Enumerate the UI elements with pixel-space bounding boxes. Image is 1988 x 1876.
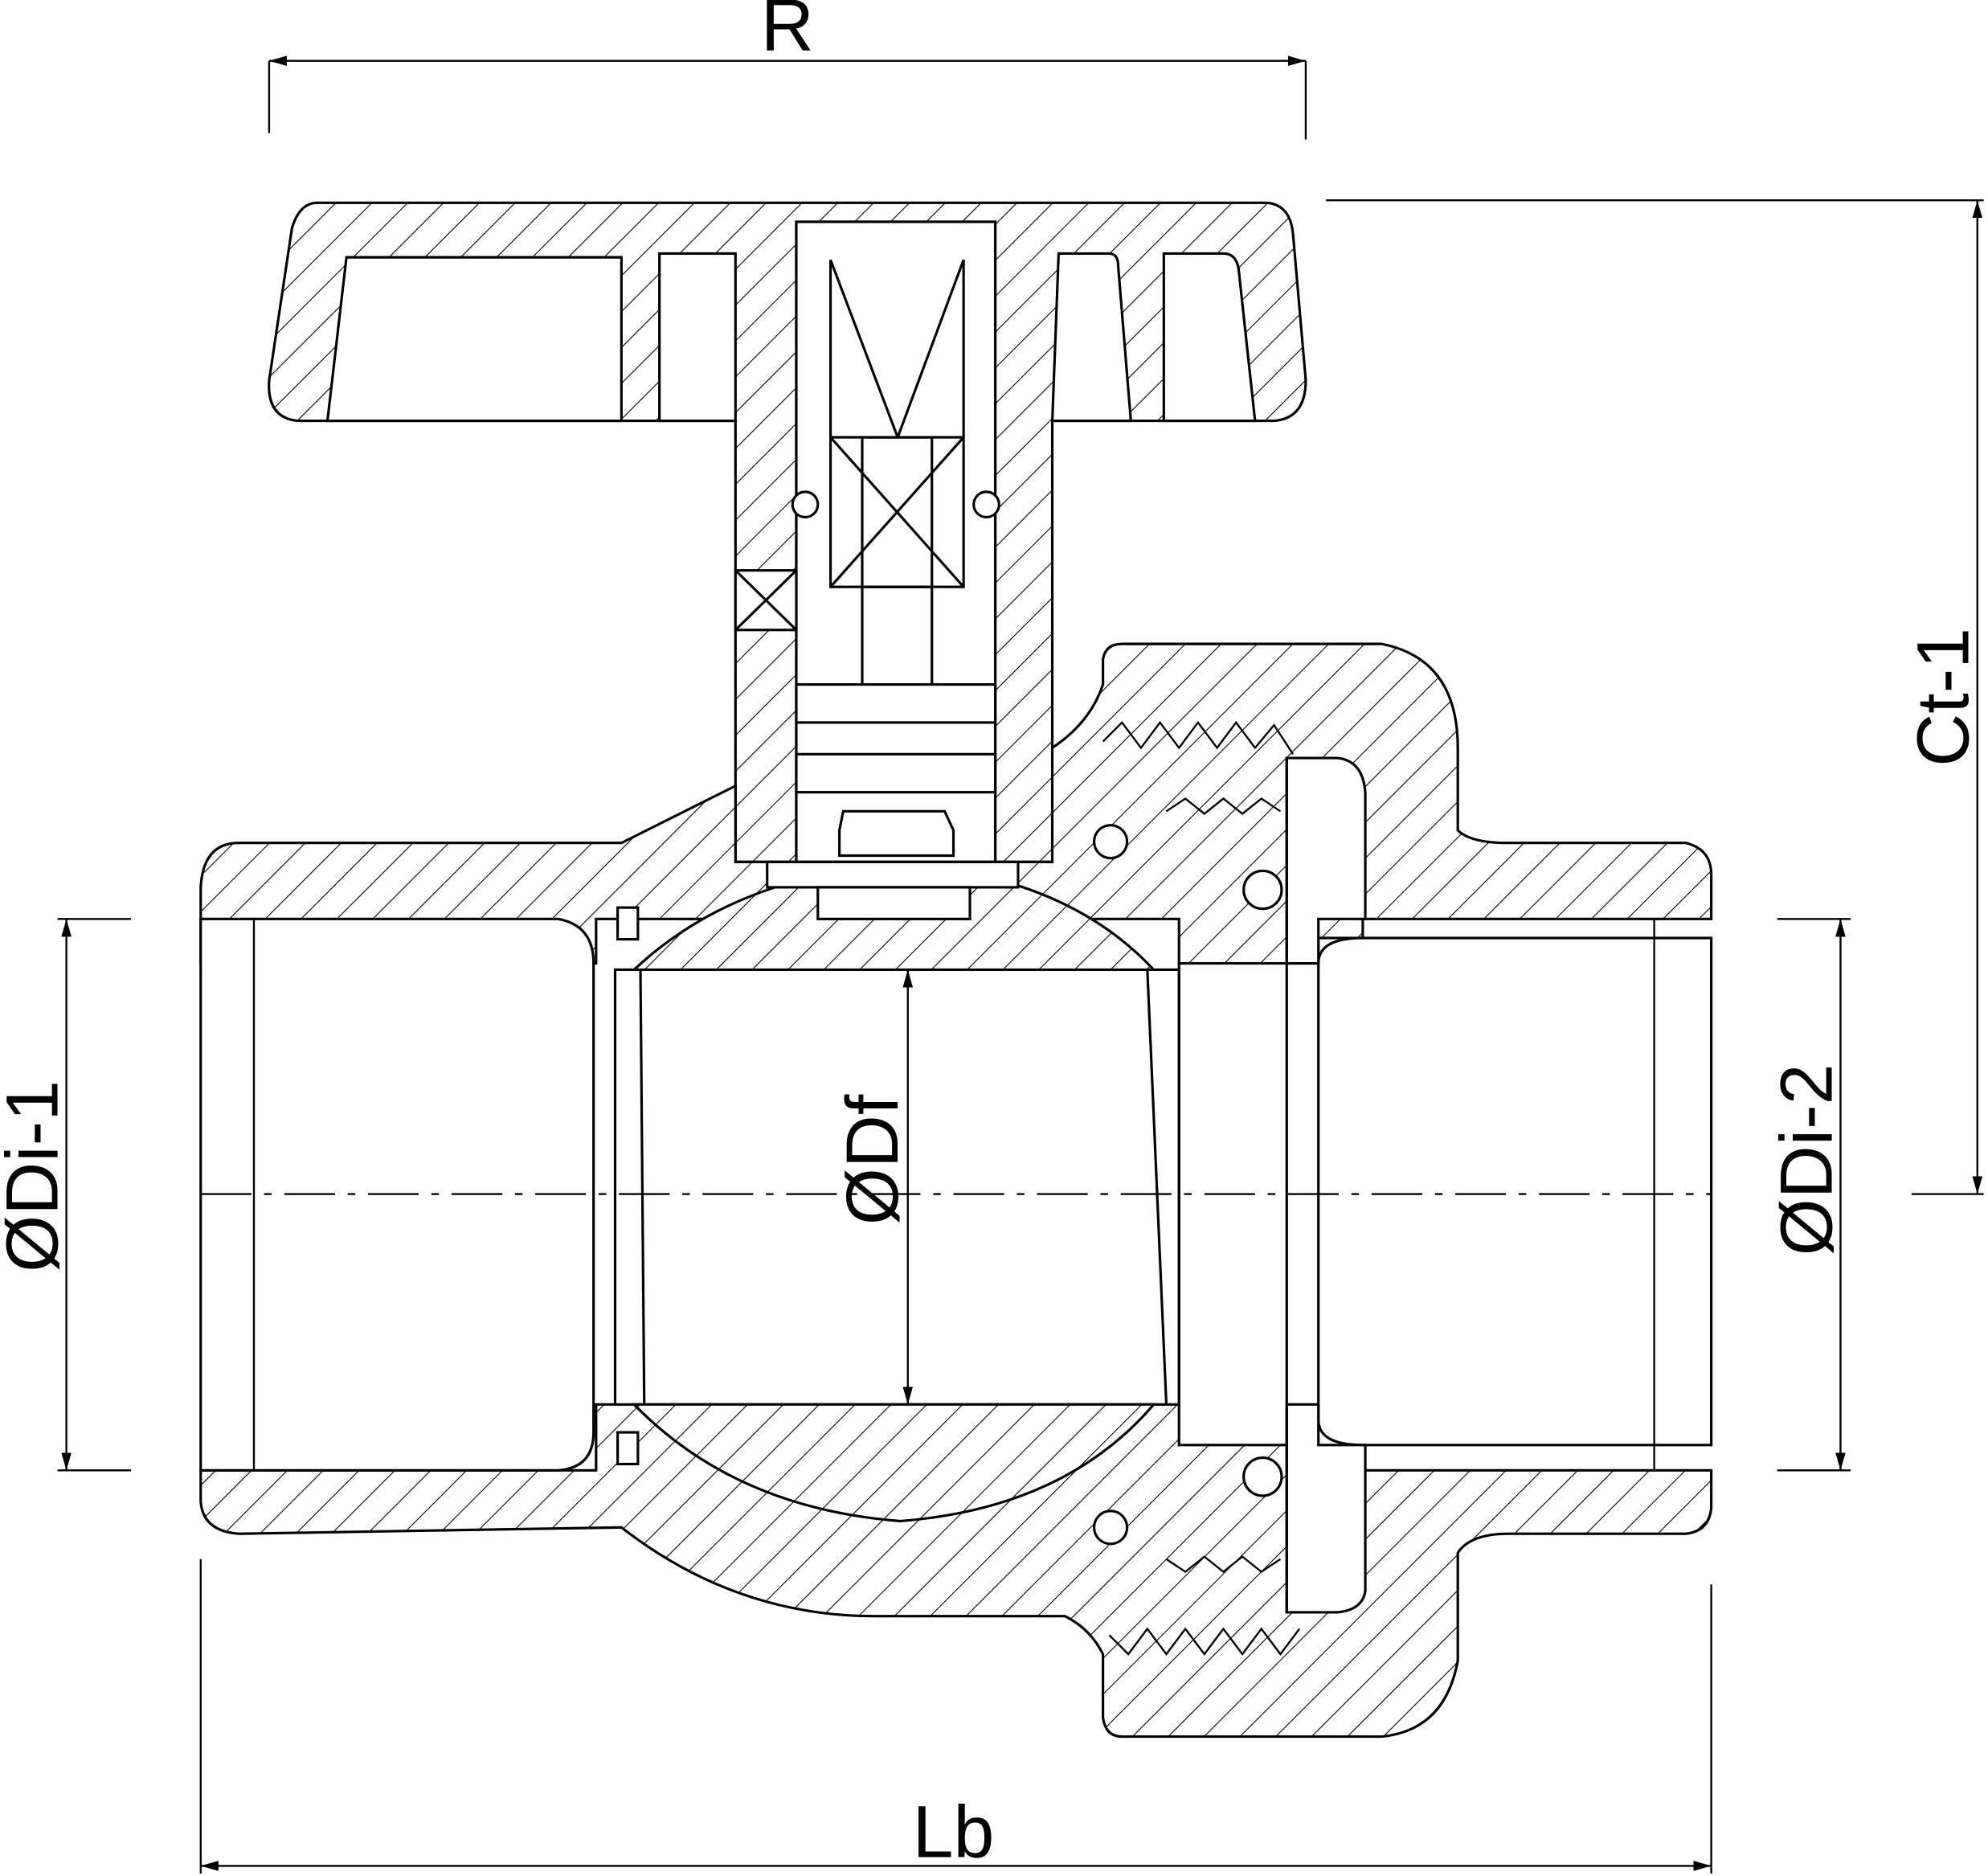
handle-cutout (325, 256, 623, 423)
dimension-label-df: ØDf (832, 1094, 914, 1225)
dimension-label-di1: ØDi-1 (0, 1080, 74, 1272)
o-ring (1242, 869, 1283, 911)
o-ring (1242, 1456, 1283, 1497)
dimension-label-r: R (761, 0, 814, 67)
dimension-di1: ØDi-1 (0, 918, 132, 1472)
o-ring (1093, 824, 1129, 860)
dimension-label-ct1: Ct-1 (1903, 628, 1985, 767)
dimension-ct1: Ct-1 (1326, 199, 1985, 1195)
dimension-di2: ØDi-2 (1765, 918, 1851, 1472)
handle-cutout (1050, 252, 1133, 423)
dimension-df: ØDf (832, 969, 914, 1405)
dimension-label-lb: Lb (913, 1791, 995, 1873)
handle-cutout (1162, 252, 1257, 423)
dimension-lb: Lb (199, 1559, 1712, 1874)
handle-cutout (658, 252, 737, 423)
dimension-label-di2: ØDi-2 (1765, 1064, 1847, 1256)
body (199, 642, 1713, 1739)
handle (268, 201, 1307, 863)
stem (734, 220, 1000, 863)
dimension-r: R (268, 0, 1307, 140)
o-ring (1093, 1509, 1129, 1546)
